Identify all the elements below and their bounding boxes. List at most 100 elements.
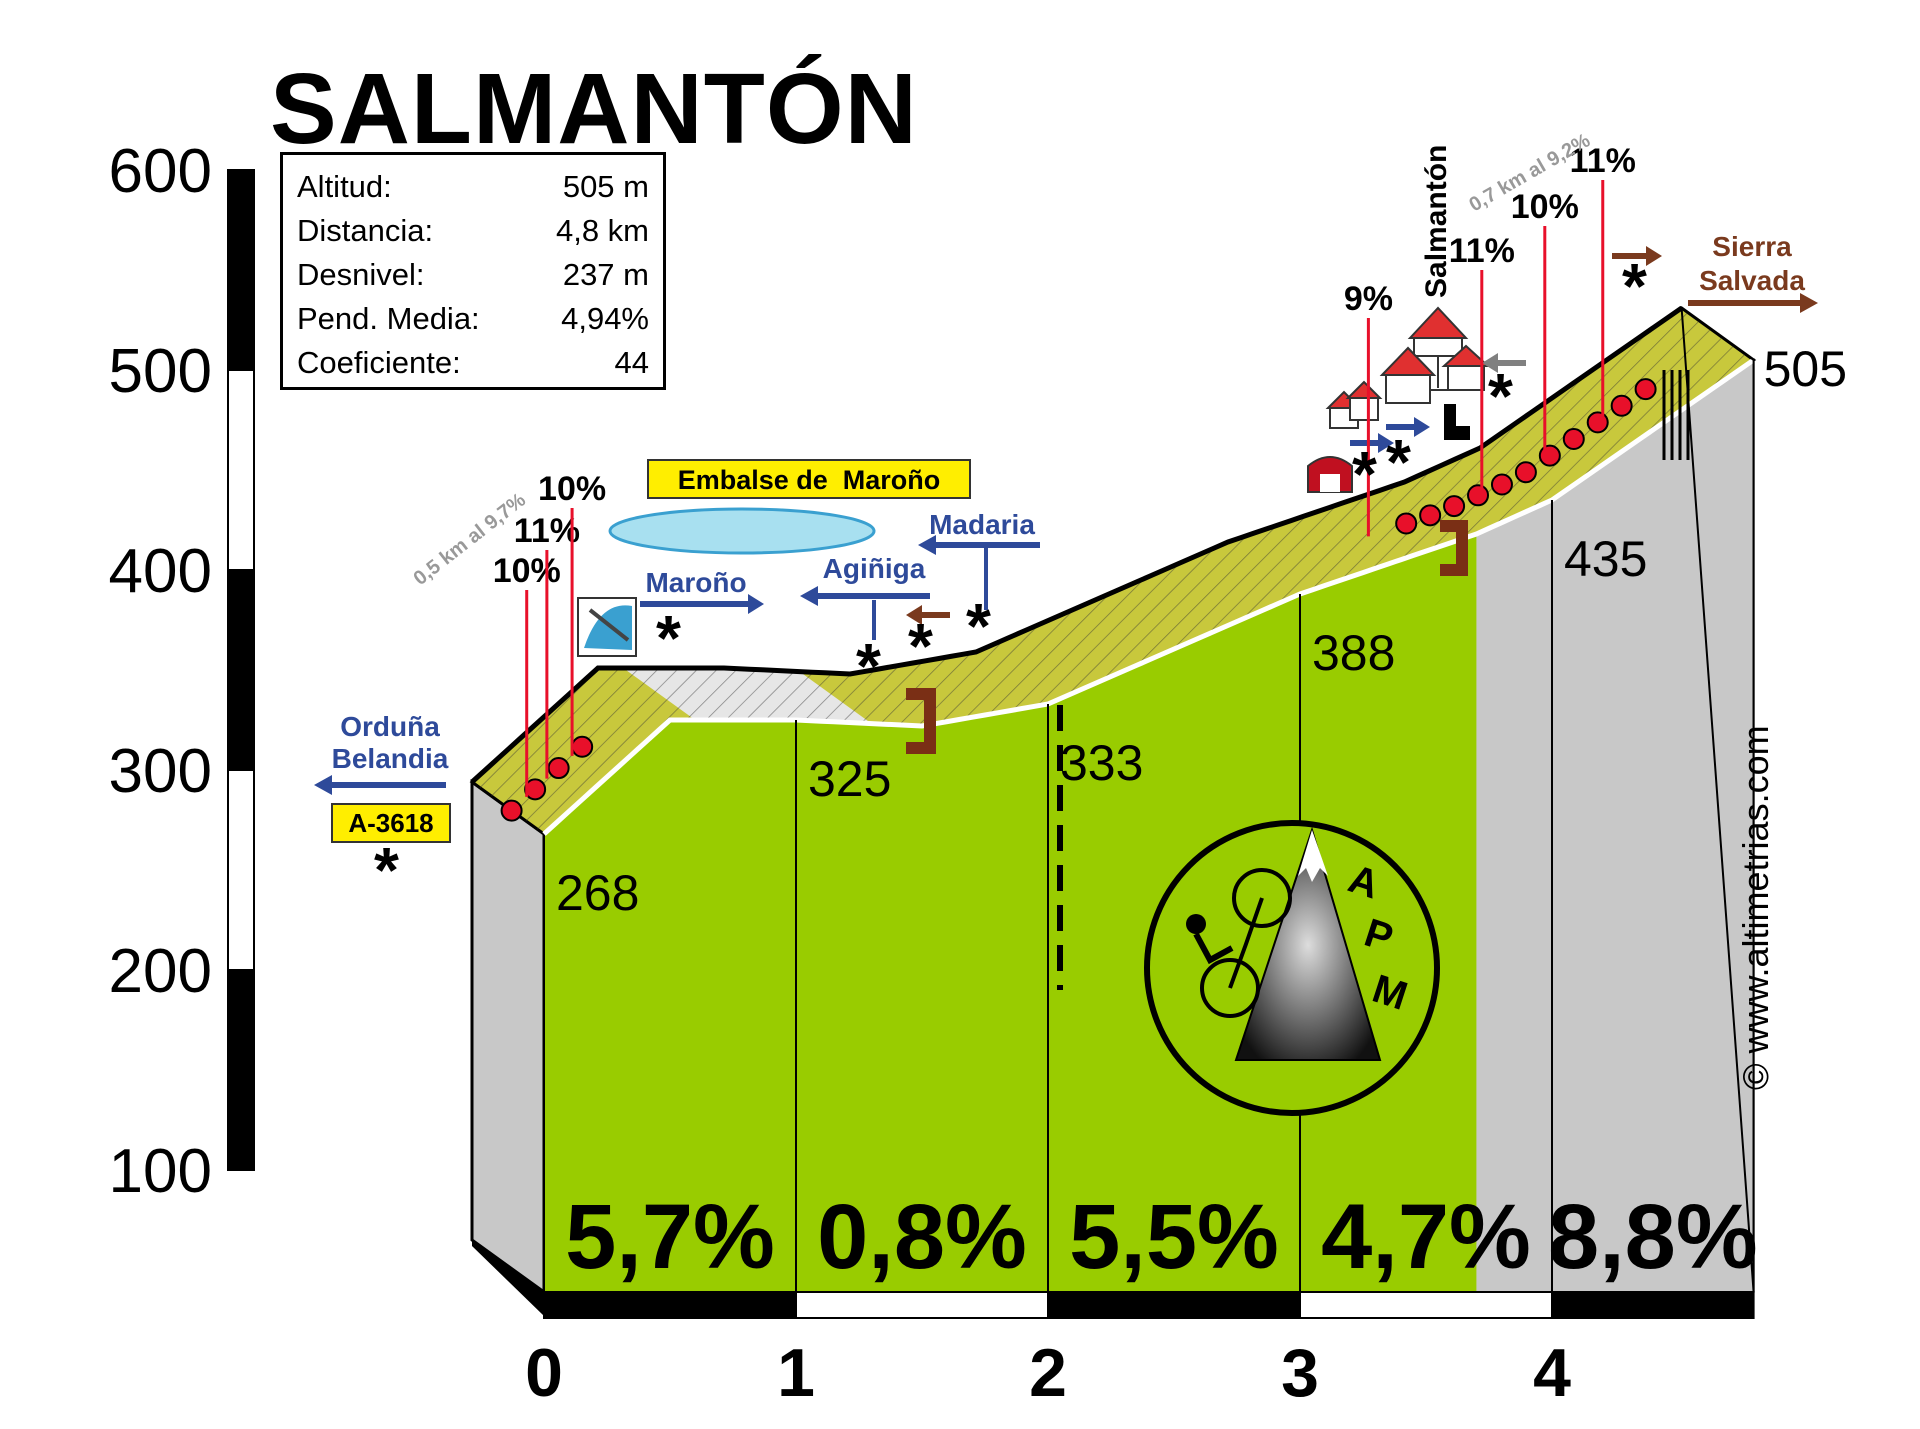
summary-label: Desnivel: [297,257,425,292]
poi-asterisk: * [966,590,991,662]
ramp-marker-dot [1514,461,1537,484]
km-altitude-label: 505 [1764,341,1847,397]
segment-gradient-label: 5,5% [1069,1186,1279,1288]
summary-value: 44 [614,345,649,380]
poi-asterisk: * [374,834,399,906]
road-code-box: A-3618 [331,803,451,843]
apm-logo [1144,820,1440,1116]
place-sierra: Sierra [1712,231,1792,262]
summary-label: Coeficiente: [297,345,461,380]
summary-value: 4,8 km [555,213,649,248]
road-surface [469,305,1757,1293]
place-belandia: Belandia [332,743,449,774]
segment-panel [1551,358,1755,1293]
poi-asterisks: * * * * * * * * * [374,250,1647,906]
baseline-block [1299,1291,1553,1319]
km-altitude-label: 325 [808,751,891,807]
poi-asterisk: * [1352,438,1377,510]
x-tick-label: 4 [1533,1335,1571,1411]
summary-label: Distancia: [297,213,434,248]
segment-gradient-label: 5,7% [565,1186,775,1288]
map-annotations [314,246,1818,1116]
place-orduna: Orduña [340,711,440,742]
place-salvada: Salvada [1699,265,1805,296]
place-madaria: Madaria [929,509,1035,540]
direction-arrows [314,246,1818,795]
segment-panel-shade [1476,500,1552,1292]
km-altitude-label: 388 [1312,625,1395,681]
km-altitude-label: 268 [556,865,639,921]
church-icon [1444,404,1470,440]
page-title: SALMANTÓN [270,53,918,165]
scale-bar-block [227,969,255,1171]
poi-asterisk: * [1386,426,1411,498]
baseline-side [472,1240,544,1316]
ramp-marker-dot [1538,444,1561,467]
x-tick-label: 3 [1281,1335,1319,1411]
ramp-percent-label: 11% [1449,232,1515,270]
baseline-block [1551,1291,1755,1319]
y-tick-label: 200 [109,937,212,1006]
ramp-percent-label: 11% [1570,142,1636,180]
segment-gradient-label: 8,8% [1548,1186,1758,1288]
altitude-scale-bar [227,169,255,1171]
ramp-percent-label: 10% [538,470,606,508]
ramp-marker-dot [1634,378,1657,401]
road-code: A-3618 [348,808,433,838]
side-face [470,779,546,1295]
ramp-labels: 10%11%10%9%11%10%11% [493,142,1636,797]
scale-bar-block [227,769,255,971]
summary-row-avg-gradient: Pend. Media:4,94% [297,297,649,341]
profile-side-face [470,779,546,1295]
dam-icon [577,597,637,657]
summary-box: Altitud:505 m Distancia: 4,8 km Desnivel:… [280,152,666,390]
poi-asterisk: * [656,602,681,674]
scale-bar-block [227,169,255,371]
x-tick-label: 0 [525,1335,563,1411]
copyright-credit: © www.altimetrias.com [1735,725,1776,1090]
scale-bar-block [227,569,255,771]
ramp-marker-dot [1562,427,1585,450]
summary-label: Pend. Media: [297,301,480,336]
baseline-block [1047,1291,1301,1319]
segment-gradient-label: 0,8% [817,1186,1027,1288]
ramp-marker-dot [571,735,594,758]
segment-gradient-labels: 5,7%0,8%5,5%4,7%8,8% [565,1186,1758,1288]
ramp-marker-dot [1490,473,1513,496]
poi-asterisk: * [908,610,933,682]
poi-asterisk: * [856,630,881,702]
bridge-icon [1440,520,1468,576]
y-tick-label: 500 [109,337,212,406]
ramp-marker-dot [500,799,523,822]
poi-asterisk: * [1488,360,1513,432]
ramp-marker-dot [1586,411,1609,434]
summary-value: 237 m [562,257,649,292]
km-altitude-label: 333 [1060,735,1143,791]
reservoir-icon [608,507,876,555]
summary-row-distance: Distancia: 4,8 km [297,209,649,253]
summary-row-altitude: Altitud:505 m [297,165,649,209]
ramp-percent-label: 11% [514,512,580,550]
ramp-marker-dot [1467,484,1490,507]
ramp-marker-dot [1610,394,1633,417]
place-marono: Maroño [645,567,746,598]
reservoir-label: Embalse de Maroño [678,465,941,495]
summary-value: 505 m [562,169,649,204]
bridge-icon [906,688,936,754]
reservoir-label-box: Embalse de Maroño [647,459,971,499]
ramp-marker-dot [1443,495,1466,518]
place-aginiga: Agiñiga [823,553,926,584]
road-edge-back [470,305,1684,784]
km-altitude-label: 435 [1564,531,1647,587]
summary-row-coefficient: Coeficiente: 44 [297,341,649,385]
km-baseline-bar [472,1240,1755,1319]
ramp-marker-dot [1395,512,1418,535]
baseline-block [795,1291,1049,1319]
km-altitude-labels: 268 325 333 388 435 505 [556,341,1847,1292]
x-tick-label: 1 [777,1335,815,1411]
road-end-cap [1680,305,1755,1293]
y-tick-label: 100 [109,1137,212,1206]
